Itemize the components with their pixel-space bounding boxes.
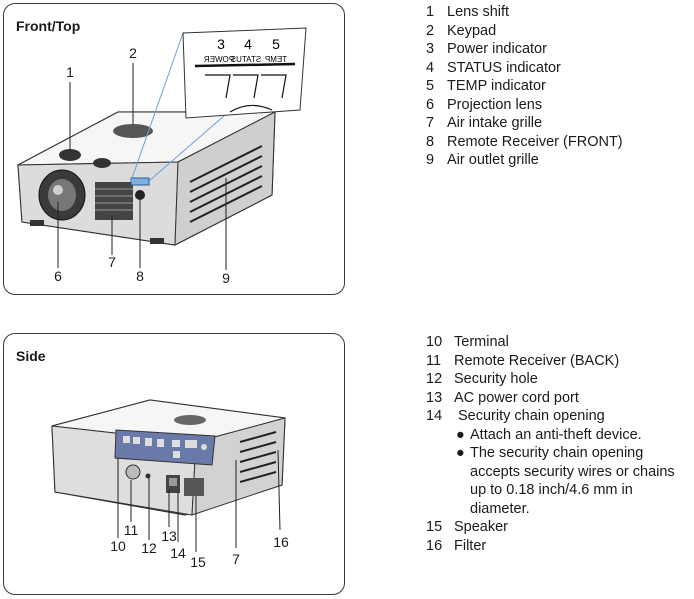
front-callout-1: 1 [66, 64, 74, 80]
front-top-title: Front/Top [16, 18, 81, 34]
bullet-icon: ● [456, 445, 465, 461]
front-callout-7: 7 [108, 254, 116, 270]
front-callout-6: 6 [54, 268, 62, 284]
side-callout-14: 14 [170, 545, 186, 561]
inset-callout-4: 4 [244, 36, 252, 52]
side-callout-15: 15 [190, 554, 206, 570]
inset-label-status: STATUS [231, 55, 261, 64]
side-callout-10: 10 [110, 538, 126, 554]
front-projector-illustration: POWER STATUS TEMP 3 4 5 [17, 27, 307, 270]
side-callout-16: 16 [273, 534, 289, 550]
front-callout-2: 2 [129, 45, 137, 61]
side-callout-13: 13 [161, 528, 177, 544]
legend-bullet: ● Attach an anti-theft device. [456, 426, 642, 443]
front-callout-9: 9 [222, 270, 230, 286]
side-callout-11: 11 [123, 522, 139, 538]
side-projector-illustration [51, 399, 286, 552]
side-title: Side [16, 348, 46, 364]
inset-callout-3: 3 [217, 36, 225, 52]
inset-label-power: POWER [204, 55, 234, 64]
legend-bullet: ● The security chain opening accepts sec… [456, 445, 675, 517]
inset-callout-5: 5 [272, 36, 280, 52]
inset-label-temp: TEMP [265, 55, 287, 64]
front-callout-8: 8 [136, 268, 144, 284]
side-callout-12: 12 [141, 540, 157, 556]
side-callout-7: 7 [232, 551, 240, 567]
bullet-icon: ● [456, 426, 465, 443]
